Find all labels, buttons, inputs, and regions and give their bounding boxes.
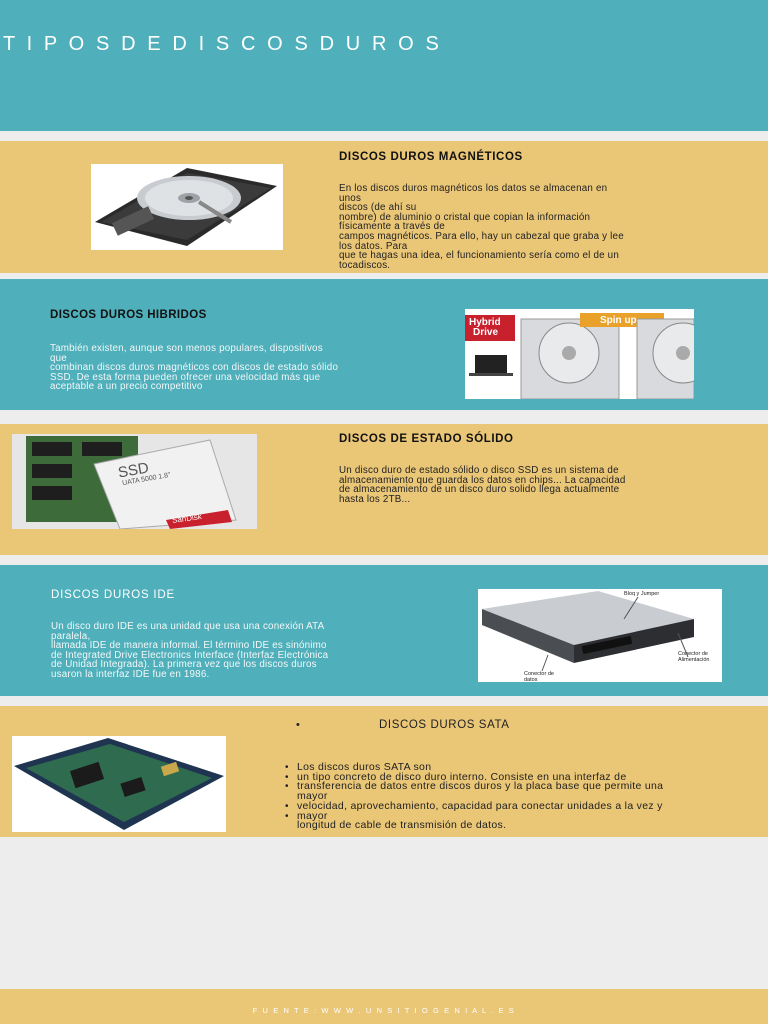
magnetic-hdd-image [91,164,283,250]
hibridos-body: También existen, aunque son menos popula… [50,343,339,393]
hybrid-label-a: Hybrid [469,317,501,328]
ide-heading: DISCOS DUROS IDE [51,589,175,601]
ide-callout-a: Bloq y Jumper [624,591,660,597]
ide-body: Un disco duro IDE es una unidad que usa … [51,621,329,680]
magneticos-body: En los discos duros magnéticos los datos… [339,183,624,271]
section-ssd: SSD UATA 5000 1.8" SanDisk DISCOS DE EST… [0,424,768,555]
list-item: longitud de cable de transmisión de dato… [297,819,507,832]
hibridos-heading: DISCOS DUROS HIBRIDOS [50,309,207,321]
header-band: T I P O S D E D I S C O S D U R O S [0,0,768,131]
list-item: velocidad, aprovechamiento, capacidad pa… [285,801,763,812]
hybrid-drive-image: Hybrid Drive Spin up [465,309,694,399]
ssd-heading: DISCOS DE ESTADO SÓLIDO [339,433,514,445]
ssd-body: Un disco duro de estado sólido o disco S… [339,465,626,505]
ide-callout-c: Conector de datos [524,671,554,682]
footer-band: F U E N T E : W W W . U N S I T I O G E … [0,989,768,1024]
footer-source: F U E N T E : W W W . U N S I T I O G E … [252,1006,516,1015]
sata-heading: DISCOS DUROS SATA [379,719,510,731]
ssd-image: SSD UATA 5000 1.8" SanDisk [12,434,257,529]
ide-hdd-image: Bloq y Jumper Conector de Alimentación C… [478,589,722,682]
hybrid-label-c: Spin up [600,315,637,326]
page-title: T I P O S D E D I S C O S D U R O S [3,33,442,55]
magneticos-heading: DISCOS DUROS MAGNÉTICOS [339,151,523,163]
list-item: transferencia de datos entre discos duro… [285,781,763,792]
list-item: mayor [297,790,328,803]
sata-hdd-image [12,736,226,832]
section-hibridos: DISCOS DUROS HIBRIDOS También existen, a… [0,279,768,410]
sata-heading-bullet: • [296,719,300,731]
section-ide: DISCOS DUROS IDE Un disco duro IDE es un… [0,565,768,696]
sata-list: Los discos duros SATA son un tipo concre… [285,762,763,832]
section-magneticos: DISCOS DUROS MAGNÉTICOS En los discos du… [0,141,768,273]
list-item: un tipo concreto de disco duro interno. … [285,772,763,783]
ide-callout-b: Conector de Alimentación [678,651,710,663]
hybrid-label-b: Drive [473,327,499,338]
section-sata: • DISCOS DUROS SATA Los discos duros SAT… [0,706,768,837]
list-item: Los discos duros SATA son [285,762,763,773]
list-item: mayor [285,810,763,822]
